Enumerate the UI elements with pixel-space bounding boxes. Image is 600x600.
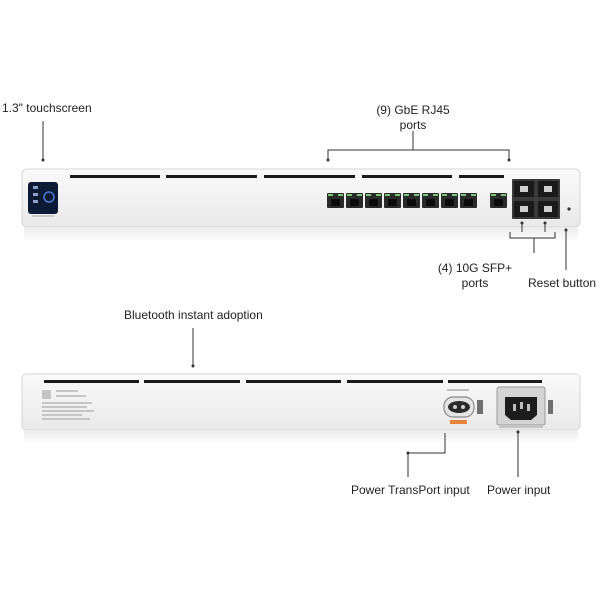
- rear-chassis: [21, 373, 581, 431]
- rj45-ports-label-line2: ports: [399, 118, 427, 132]
- rear-panel: [21, 373, 581, 443]
- rj45-port: [422, 193, 439, 208]
- rj45-port: [460, 193, 477, 208]
- screen-icon-1: [33, 186, 38, 189]
- front-vents: [70, 175, 504, 178]
- rj45-port-group[interactable]: [327, 193, 507, 208]
- power-transport-tag: [450, 420, 467, 424]
- ground-screw-left: [477, 400, 483, 414]
- rear-vents: [44, 380, 542, 383]
- rj45-port: [490, 193, 507, 208]
- sfp-port-group[interactable]: [512, 179, 560, 219]
- touchscreen-caption: [32, 215, 54, 217]
- front-chassis: [21, 168, 581, 228]
- front-panel: [21, 168, 581, 242]
- rear-reflection: [24, 431, 578, 443]
- sfp-ports-label-line1: (4) 10G SFP+: [437, 261, 513, 275]
- rear-leader-lines: [192, 328, 519, 477]
- sfp-ports-label-line2: ports: [461, 276, 489, 290]
- spec-label: [42, 390, 94, 420]
- power-transport-label: Power TransPort input: [351, 483, 470, 497]
- screen-icon-3: [33, 200, 38, 203]
- front-reflection: [24, 228, 578, 242]
- sfp-ports-label: (4) 10G SFP+ ports: [430, 261, 520, 291]
- rj45-port: [441, 193, 458, 208]
- rj45-port: [403, 193, 420, 208]
- screen-ring-icon: [43, 191, 55, 203]
- rj45-port: [346, 193, 363, 208]
- rj45-port: [365, 193, 382, 208]
- touchscreen[interactable]: [28, 182, 58, 214]
- power-transport-port[interactable]: [443, 389, 475, 424]
- front-leader-dots: [41, 158, 568, 232]
- front-leader-lines: [42, 121, 567, 270]
- screen-icon-2: [33, 193, 38, 196]
- rj45-port: [384, 193, 401, 208]
- reset-button-label: Reset button: [528, 276, 597, 290]
- ground-screw-right: [548, 400, 553, 414]
- rj45-ports-label: (9) GbE RJ45 ports: [365, 103, 461, 133]
- power-input-port[interactable]: [496, 386, 546, 428]
- touchscreen-label: 1.3" touchscreen: [2, 101, 92, 115]
- rj45-ports-label-line1: (9) GbE RJ45: [376, 103, 450, 117]
- bluetooth-label: Bluetooth instant adoption: [124, 308, 263, 322]
- rj45-port: [327, 193, 344, 208]
- reset-button[interactable]: [567, 207, 571, 211]
- power-input-label: Power input: [487, 483, 551, 497]
- transport-leader-elbow: [408, 433, 446, 454]
